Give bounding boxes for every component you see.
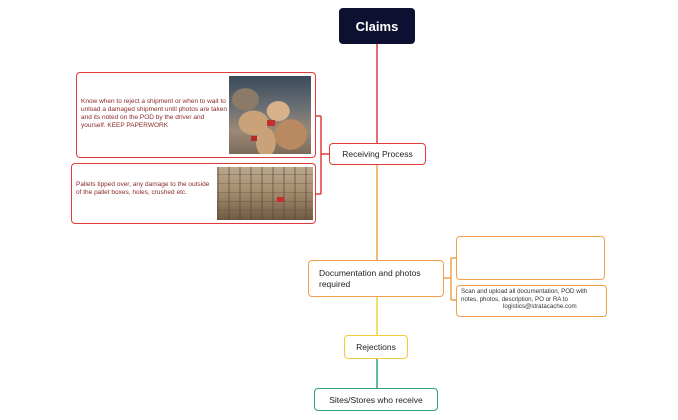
root-node-claims[interactable]: Claims bbox=[339, 8, 415, 44]
receiving-bracket bbox=[316, 115, 329, 195]
photo-tag-red-3 bbox=[277, 197, 284, 202]
rejections-label: Rejections bbox=[356, 342, 396, 352]
receiving-process-label: Receiving Process bbox=[342, 149, 413, 159]
sites-stores-label: Sites/Stores who receive bbox=[329, 394, 423, 405]
node-rejections[interactable]: Rejections bbox=[344, 335, 408, 359]
tipped-pallet-photo bbox=[217, 167, 313, 220]
root-title: Claims bbox=[355, 18, 399, 34]
note-reject-shipment[interactable]: Know when to reject a shipment or when t… bbox=[76, 72, 316, 158]
note-reject-shipment-text: Know when to reject a shipment or when t… bbox=[81, 98, 227, 129]
damaged-shipment-photo bbox=[229, 76, 311, 154]
note-pallets-tipped-text: Pallets tipped over, any damage to the o… bbox=[76, 181, 210, 196]
note-scan-upload-email[interactable]: logistics@stratacache.com bbox=[503, 303, 577, 310]
node-sites-stores[interactable]: Sites/Stores who receive bbox=[314, 388, 438, 411]
note-empty[interactable] bbox=[456, 236, 605, 280]
photo-tag-red-2 bbox=[251, 136, 257, 141]
note-pallets-tipped[interactable]: Pallets tipped over, any damage to the o… bbox=[71, 163, 316, 224]
note-scan-upload[interactable]: Scan and upload all documentation, POD w… bbox=[456, 285, 607, 317]
node-receiving-process[interactable]: Receiving Process bbox=[329, 143, 426, 165]
node-documentation[interactable]: Documentation and photos required bbox=[308, 260, 444, 297]
photo-tag-red bbox=[267, 120, 275, 126]
note-scan-upload-text: Scan and upload all documentation, POD w… bbox=[461, 288, 588, 303]
documentation-bracket bbox=[444, 257, 456, 301]
documentation-label: Documentation and photos required bbox=[319, 267, 421, 289]
